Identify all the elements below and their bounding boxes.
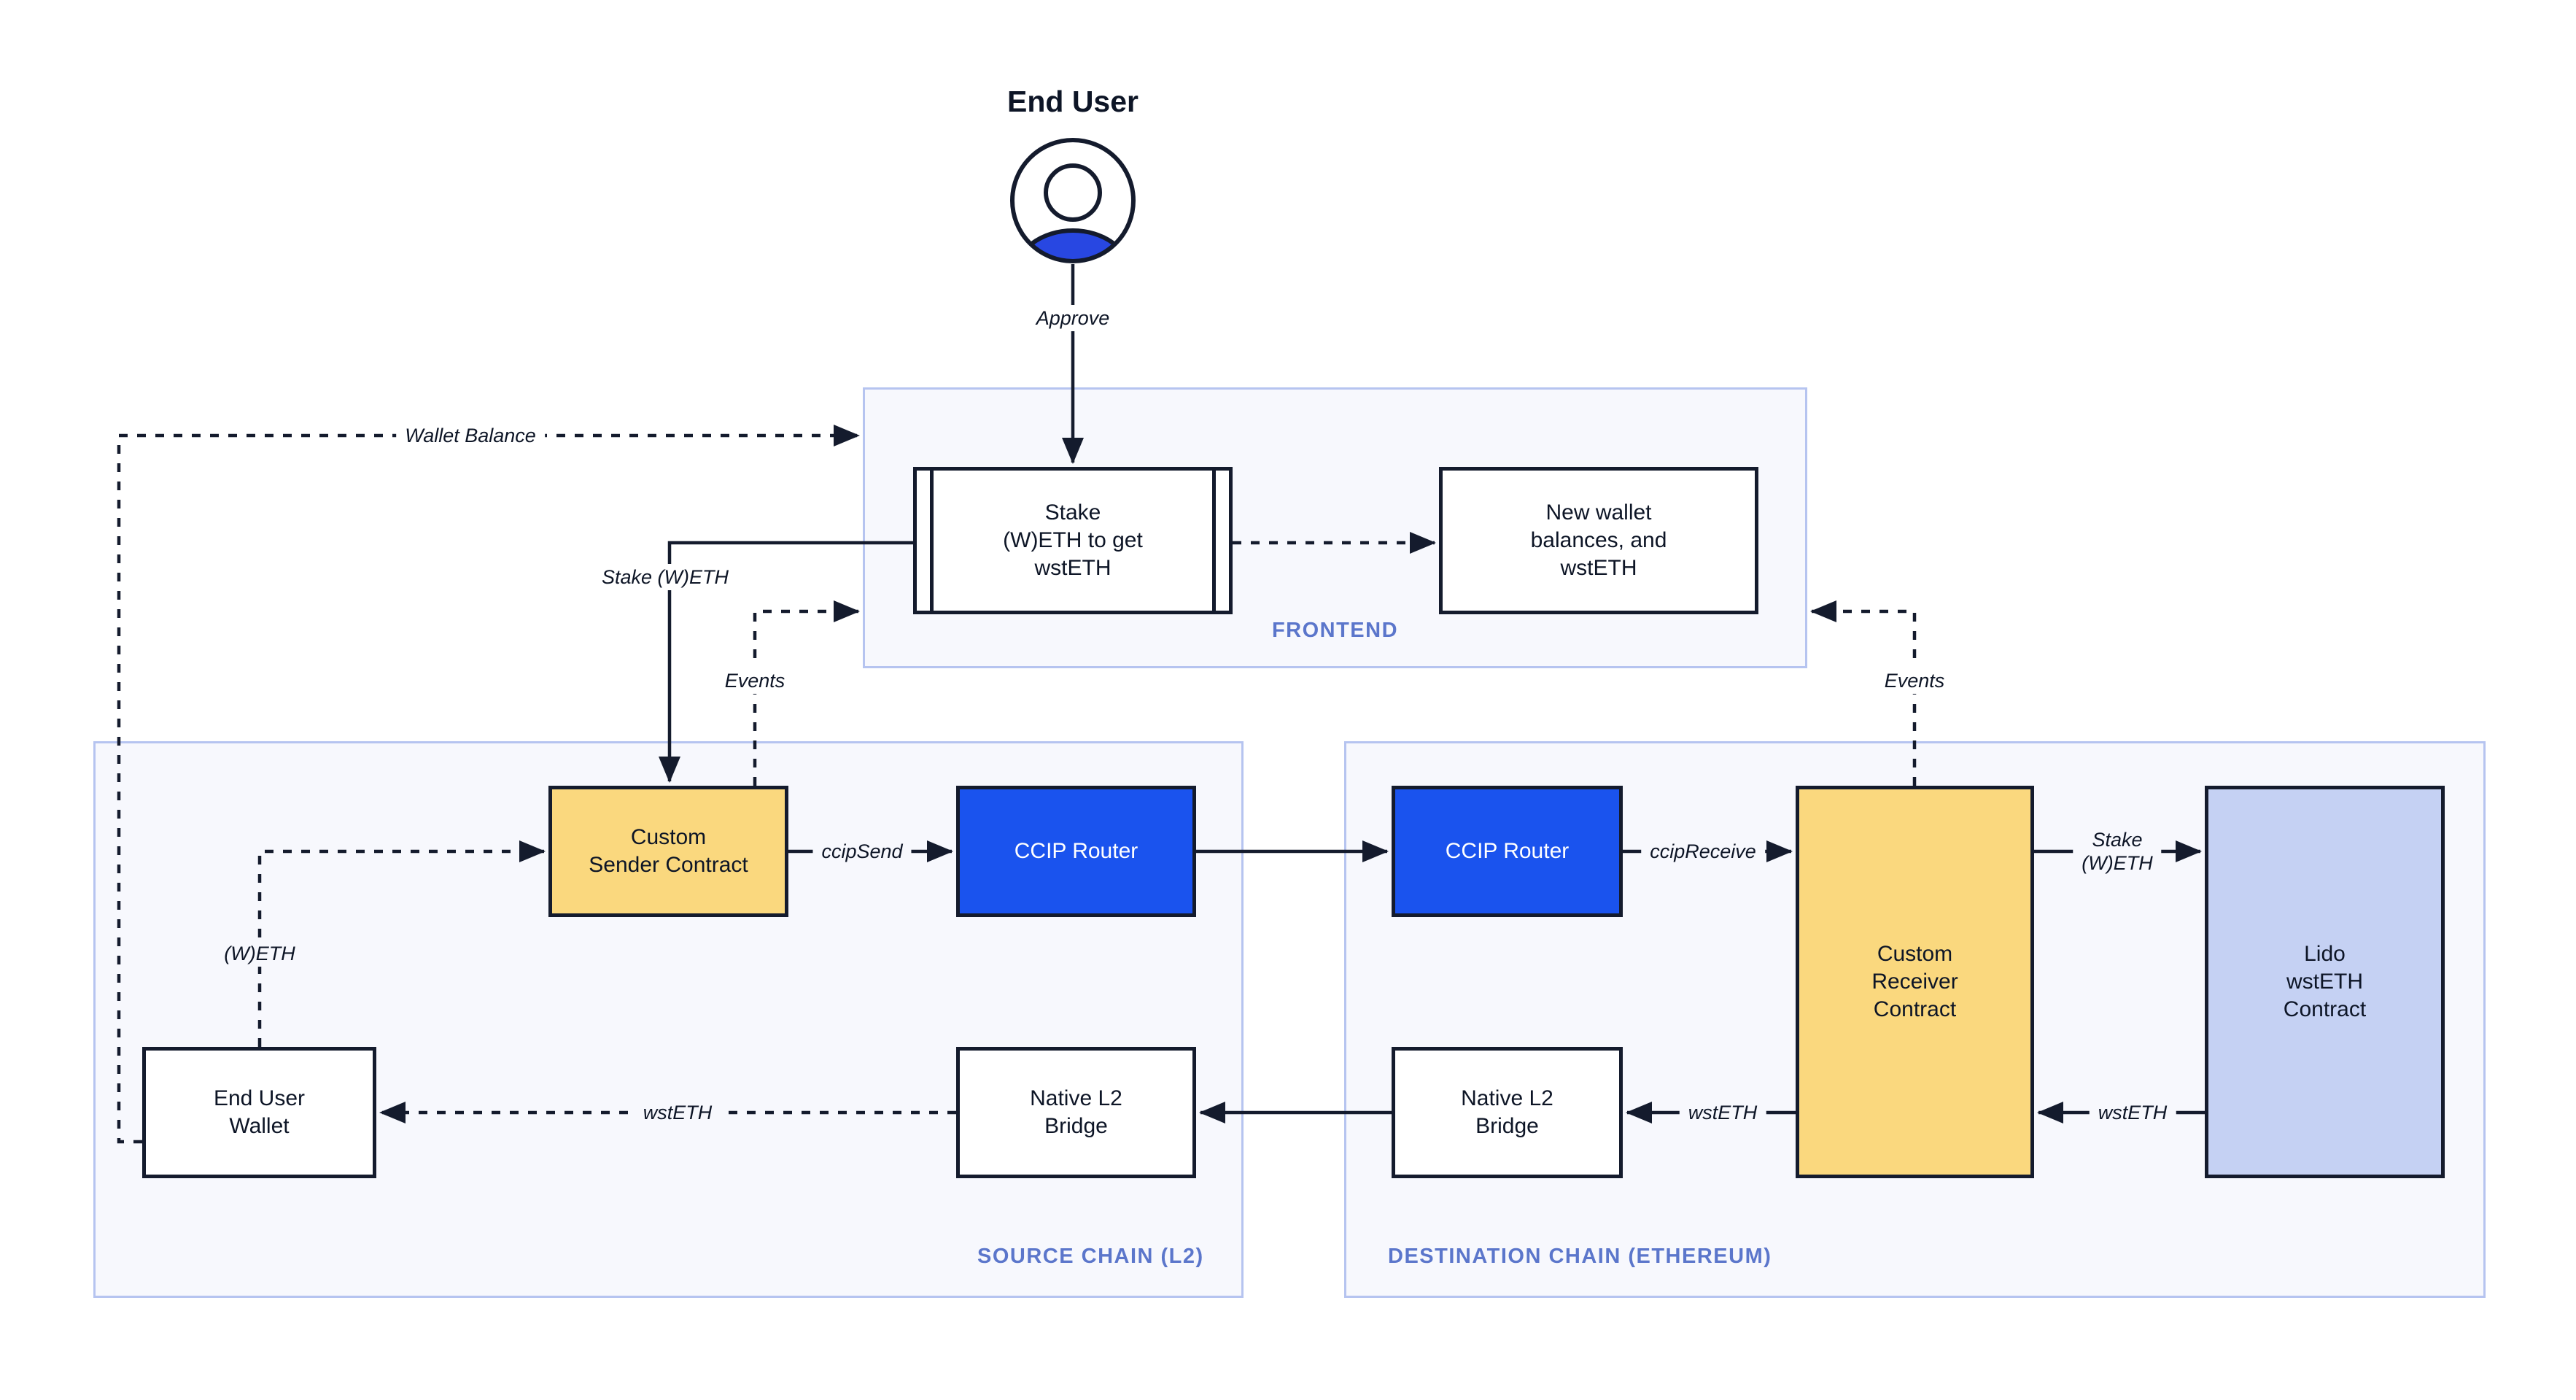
source-chain-section-label: SOURCE CHAIN (L2) (977, 1245, 1204, 1268)
subroutine-bar-left (930, 471, 934, 611)
stake-weth-left-edge-label: Stake (W)ETH (592, 564, 738, 590)
weth-wallet-edge-label: (W)ETH (215, 940, 304, 967)
ccip-router-destination-node: CCIP Router (1392, 786, 1623, 917)
new-wallet-node: New wallet balances, and wstETH (1439, 467, 1758, 614)
subroutine-bar-right (1212, 471, 1216, 611)
lido-wsteth-contract-node: Lido wstETH Contract (2205, 786, 2445, 1178)
ccip-router-source-node: CCIP Router (956, 786, 1196, 917)
frontend-section-label: FRONTEND (1271, 619, 1399, 642)
end-user-icon (1010, 138, 1136, 263)
end-user-title: End User (1007, 85, 1138, 118)
native-l2-bridge-source-node: Native L2 Bridge (956, 1047, 1196, 1178)
edge-stake-weth-to-sender (659, 541, 914, 783)
custom-sender-contract-node: Custom Sender Contract (548, 786, 788, 917)
ccipsend-edge-label: ccipSend (812, 838, 912, 865)
stake-node-label: Stake (W)ETH to get wstETH (1003, 500, 1143, 580)
stake-weth-right-edge-label: Stake (W)ETH (2073, 827, 2162, 876)
approve-edge-label: Approve (1027, 305, 1119, 331)
wsteth-receiver-edge-label: wstETH (1679, 1099, 1766, 1126)
events-left-edge-label: Events (715, 668, 794, 694)
end-user-wallet-node: End User Wallet (142, 1047, 376, 1178)
edge-weth-wallet-to-sender (257, 840, 546, 1047)
ccipreceive-edge-label: ccipReceive (1641, 838, 1765, 865)
custom-receiver-contract-node: Custom Receiver Contract (1796, 786, 2034, 1178)
wallet-balance-edge-label: Wallet Balance (396, 422, 545, 449)
wsteth-lido-edge-label: wstETH (2089, 1099, 2176, 1126)
wsteth-bridge-edge-label: wstETH (634, 1099, 721, 1126)
events-right-edge-label: Events (1875, 668, 1954, 694)
destination-chain-section-label: DESTINATION CHAIN (ETHEREUM) (1388, 1245, 1772, 1268)
stake-node: Stake (W)ETH to get wstETH (913, 467, 1233, 614)
edge-events-left (753, 600, 860, 786)
edge-events-right (1810, 600, 1917, 786)
native-l2-bridge-destination-node: Native L2 Bridge (1392, 1047, 1623, 1178)
